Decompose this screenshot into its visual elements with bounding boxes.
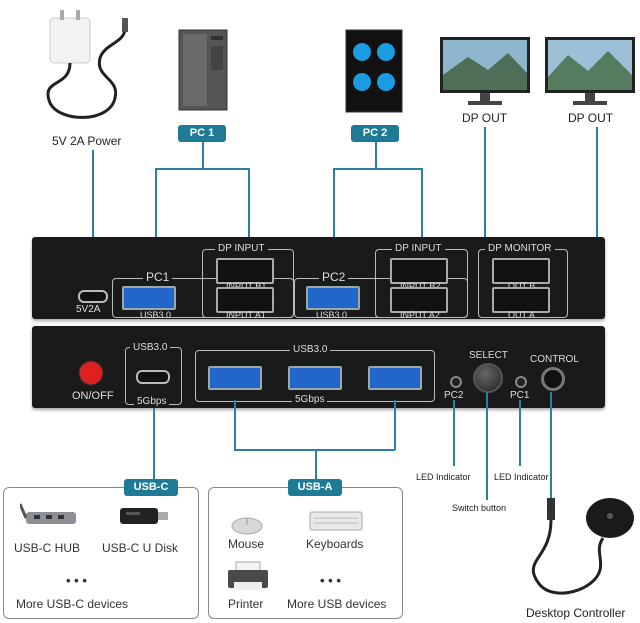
keyboard-icon [309,511,363,531]
power-button[interactable] [80,362,102,384]
pc1-led-label: PC1 [510,390,530,401]
monitor-right-icon [545,37,635,105]
out-a-label: OUT A [508,310,535,320]
power-port[interactable] [78,290,108,303]
power-button-label: ON/OFF [72,390,114,402]
usbc-bottom-label: 5Gbps [134,396,170,407]
dp-port-out-a[interactable] [492,287,550,313]
dp-monitor-label: DP MONITOR [485,243,555,254]
usba-more-label: More USB devices [287,597,387,611]
desktop-controller-icon [531,498,634,595]
printer-label: Printer [228,597,264,611]
usbc-udisk-label: USB-C U Disk [102,541,179,555]
pc2-tower-icon [345,29,403,113]
usba-top-label: USB3.0 [290,344,331,355]
usb-port-pc1[interactable] [122,286,176,310]
usbc-box-header: USB-C [124,479,178,496]
usbc-hub-label: USB-C HUB [14,541,81,555]
led-indicator-left: LED Indicator [416,472,471,482]
usb-label-pc2: USB3.0 [316,310,348,320]
power-label: 5V 2A Power [52,134,122,148]
usba-device-box [208,487,403,619]
out-b-label: OUT B [508,281,536,291]
select-button[interactable] [473,363,503,393]
pc1-led-line [519,400,521,466]
control-line [550,392,552,500]
usba-front-port-2[interactable] [288,366,342,390]
usba-box-header: USB-A [288,479,342,496]
usb-label-pc1: USB3.0 [140,310,172,320]
pc1-tower-icon [178,29,228,111]
pc2-group-label: PC2 [319,270,349,284]
dp-out-right-label: DP OUT [568,111,614,125]
dp-port-a1[interactable] [216,287,274,313]
pc1-line-r [248,168,250,246]
input-a2-label: INPUT A2 [400,310,440,320]
input-a1-label: INPUT A1 [226,310,266,320]
select-label: SELECT [469,350,508,361]
dp-port-a2[interactable] [390,287,448,313]
pc1-led [515,376,527,388]
usba-dots: • • • [320,573,341,588]
switch-line [486,392,488,500]
switch-button-label: Switch button [452,503,507,513]
pc2-line-v [375,142,377,169]
led-indicator-right: LED Indicator [494,472,549,482]
dp-port-b1[interactable] [216,258,274,284]
usba-down-line-r [394,400,396,450]
control-label: CONTROL [530,354,579,365]
usbc-down-line [153,408,155,486]
input-b2-label: INPUT B2 [400,281,441,291]
pc2-line-h [333,168,423,170]
dp-input-label-2: DP INPUT [392,243,445,254]
pc1-line-l [155,168,157,268]
usba-down-line-c [315,449,317,486]
usbc-device-box [3,487,199,619]
usbc-top-label: USB3.0 [130,342,171,353]
usba-front-port-1[interactable] [208,366,262,390]
power-line [92,150,94,288]
pc1-line-v [202,142,204,169]
printer-icon [228,561,268,590]
usba-front-port-3[interactable] [368,366,422,390]
pc2-led [450,376,462,388]
pc1-label: PC 1 [178,125,226,142]
dp-out-b-line-v [484,127,486,270]
pc2-led-line [453,400,455,466]
monitor-left-icon [440,37,530,105]
power-adapter-icon [46,10,128,119]
dp-port-b2[interactable] [390,258,448,284]
control-jack[interactable] [541,367,565,391]
usb-port-pc2[interactable] [306,286,360,310]
dp-port-out-b[interactable] [492,258,550,284]
input-b1-label: INPUT B1 [226,281,267,291]
usbc-front-port[interactable] [136,370,170,384]
dp-out-left-label: DP OUT [462,111,508,125]
usba-down-line-h [234,449,395,451]
pc1-line-h [155,168,250,170]
keyboards-label: Keyboards [306,537,364,551]
mouse-label: Mouse [228,537,265,551]
usb-disk-icon [120,508,168,524]
dp-input-label-1: DP INPUT [215,243,268,254]
usb-hub-icon [20,503,76,524]
pc2-label: PC 2 [351,125,399,142]
usba-down-line-l [234,400,236,450]
pc1-group-label: PC1 [143,270,173,284]
dp-out-a-line-v [596,127,598,299]
pc2-line-l [333,168,335,268]
desktop-controller-label: Desktop Controller [526,606,626,620]
power-port-label: 5V2A [76,304,101,315]
usba-bottom-label: 5Gbps [292,394,328,405]
usbc-more-label: More USB-C devices [16,597,129,611]
pc2-line-r [421,168,423,246]
usbc-dots: • • • [66,573,87,588]
pc2-led-label: PC2 [444,390,464,401]
mouse-icon [231,517,263,535]
